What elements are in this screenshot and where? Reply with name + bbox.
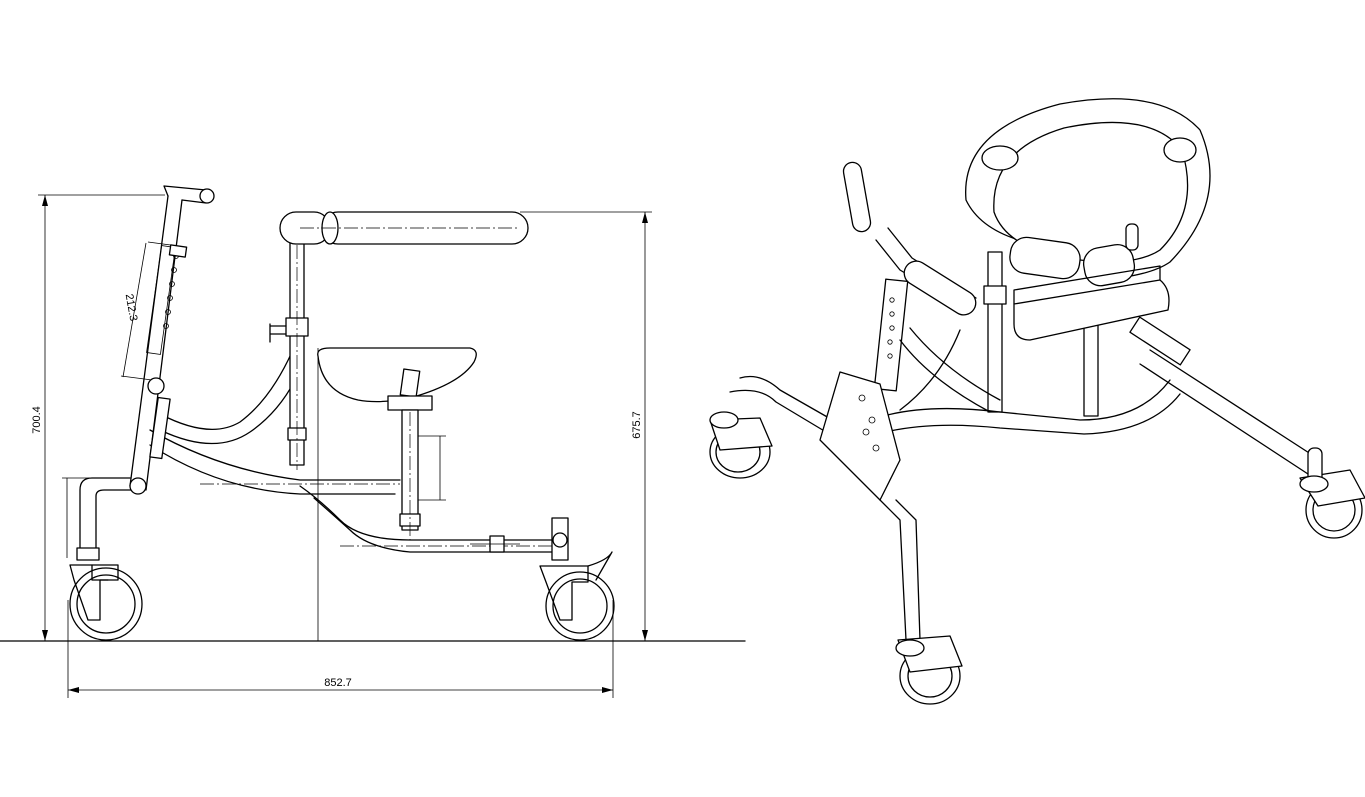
front-caster <box>539 551 615 641</box>
iso-caster-left <box>709 411 773 479</box>
chest-support-post <box>269 239 309 470</box>
saddle-seat <box>317 347 477 540</box>
iso-caster-right <box>1299 447 1365 539</box>
side-view: 700.4 675.7 852.7 212.3 <box>0 185 746 698</box>
iso-base-frame <box>729 316 1321 641</box>
dimension-label: 212.3 <box>123 293 140 322</box>
dimension-height-overall: 700.4 <box>31 194 165 641</box>
dimension-label: 852.7 <box>324 677 352 689</box>
rear-handles <box>842 161 977 392</box>
dimension-height-handle: 675.7 <box>520 211 652 641</box>
iso-caster-bottom <box>895 635 963 705</box>
chest-ring <box>965 98 1211 287</box>
saddle-pad <box>983 251 1170 417</box>
rear-caster <box>69 564 143 641</box>
dimension-label: 675.7 <box>631 411 643 439</box>
dimension-label: 700.4 <box>31 406 43 434</box>
dimension-adjust-range: 212.3 <box>120 241 179 381</box>
chest-pad <box>279 211 529 245</box>
dimension-length-overall: 852.7 <box>67 600 614 698</box>
iso-view <box>709 98 1365 705</box>
